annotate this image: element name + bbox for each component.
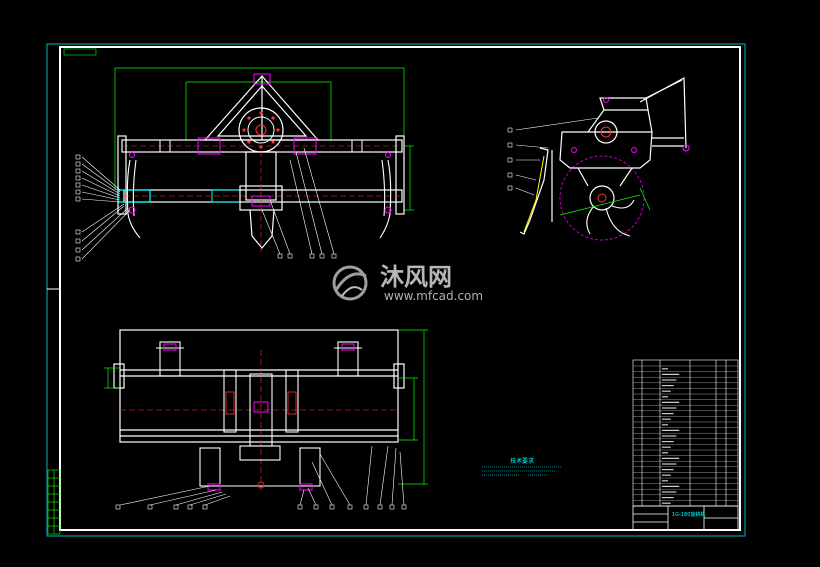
watermark: 沐风网 www.mfcad.com [332, 263, 483, 303]
gearbox-center [255, 124, 267, 136]
side-dimension-lines [559, 187, 651, 216]
side-view [507, 77, 690, 241]
watermark-url-text: www.mfcad.com [384, 289, 483, 303]
beam-clamps [159, 137, 363, 155]
tech-requirements-lines [482, 466, 562, 476]
blade-markers [128, 152, 392, 214]
leader-lines-left [81, 156, 131, 260]
top-view [104, 329, 428, 510]
top-left-label-block [63, 48, 97, 56]
side-rotor-hub [589, 185, 615, 211]
parts-list-rows [633, 365, 738, 504]
front-skid [519, 147, 553, 235]
gearbox-bolts [242, 111, 280, 149]
blades [126, 159, 392, 239]
drive-housing [239, 151, 283, 252]
sheet-outer-border [46, 43, 746, 537]
top-view-body [113, 329, 405, 490]
drive-flange-magenta [251, 195, 271, 207]
side-blades [586, 199, 635, 237]
side-plates [117, 135, 405, 215]
top-view-dimensions [104, 329, 428, 485]
top-view-balloon-labels [115, 504, 407, 510]
balloon-labels-bottom [277, 253, 337, 259]
tech-requirements-heading: 技术要求 [510, 457, 534, 465]
leader-lines-bottom [261, 147, 335, 255]
top-view-magenta-parts [163, 343, 355, 491]
balloon-labels-left [75, 154, 81, 262]
side-leader-lines [515, 117, 599, 196]
hitch-top-pin [253, 73, 271, 85]
tech-requirements: 技术要求 [482, 457, 562, 476]
side-frame [559, 77, 687, 187]
watermark-brand-text: 沐风网 [380, 263, 452, 291]
title-block-name: 1G-180旋耕机 [672, 511, 705, 518]
title-block [632, 505, 739, 531]
side-view-markers [571, 97, 690, 153]
watermark-logo-icon [332, 265, 368, 301]
rotor-sweep-circle [559, 155, 645, 241]
front-view [75, 67, 414, 262]
top-view-red-details [225, 391, 297, 489]
top-view-leader-lines [119, 445, 405, 506]
left-revision-table [47, 469, 61, 535]
side-gearbox-hub [594, 120, 618, 144]
side-gearbox-center [600, 126, 612, 138]
parts-list-table [632, 359, 739, 507]
skid-yellow-edge [523, 155, 545, 233]
side-rotor-center [597, 193, 607, 203]
top-view-brackets [156, 341, 362, 487]
side-balloon-labels [507, 127, 513, 191]
gearbox-hub [247, 116, 275, 144]
